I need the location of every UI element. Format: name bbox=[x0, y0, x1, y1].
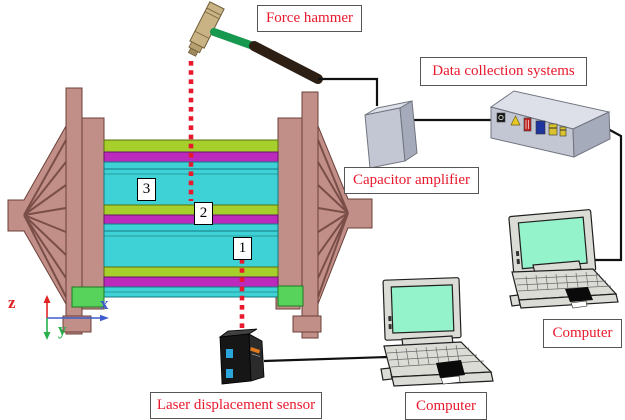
x-axis-label: x bbox=[100, 294, 109, 313]
label-laser-displacement-sensor: Laser displacement sensor bbox=[150, 392, 322, 419]
marker-1: 1 bbox=[233, 237, 252, 260]
z-axis-arrow bbox=[43, 295, 51, 318]
capacitor-amplifier-device bbox=[364, 100, 418, 169]
sensor-laser-window-bottom bbox=[226, 369, 233, 378]
layer-stack bbox=[71, 139, 304, 308]
device-port-icons bbox=[496, 112, 567, 137]
cable-daq-to-computer bbox=[594, 128, 623, 262]
x-axis-arrow bbox=[47, 314, 109, 322]
data-collection-device bbox=[489, 90, 611, 158]
force-hammer-illustration bbox=[187, 1, 323, 84]
label-force-hammer: Force hammer bbox=[257, 5, 362, 32]
y-axis-arrow bbox=[43, 318, 51, 340]
marker-2: 2 bbox=[194, 202, 213, 225]
laser-sensor-device bbox=[218, 328, 265, 385]
label-computer-bottom: Computer bbox=[405, 392, 487, 420]
laptop-right-touchpad bbox=[565, 287, 593, 302]
sensor-laser-window-top bbox=[226, 349, 233, 358]
support-block-right bbox=[277, 285, 304, 307]
marker-3: 3 bbox=[137, 178, 156, 201]
z-axis-label: z bbox=[8, 293, 16, 312]
support-block-left bbox=[71, 286, 105, 308]
y-axis-label: y bbox=[58, 320, 67, 339]
label-computer-right: Computer bbox=[543, 319, 622, 348]
laptop-bottom-screen bbox=[390, 284, 455, 334]
laptop-bottom bbox=[380, 277, 494, 387]
label-capacitor-amplifier: Capacitor amplifier bbox=[344, 167, 479, 194]
laptop-right bbox=[508, 209, 619, 309]
label-data-collection-systems: Data collection systems bbox=[420, 57, 587, 86]
right-end-frame bbox=[275, 91, 373, 339]
sensor-logo bbox=[250, 347, 260, 354]
cable-hammer-to-amplifier bbox=[318, 77, 379, 106]
cable-sensor-to-computer bbox=[263, 355, 389, 363]
laptop-bottom-touchpad bbox=[436, 360, 465, 378]
coordinate-axes bbox=[43, 295, 109, 340]
hammer-handle bbox=[210, 28, 323, 84]
